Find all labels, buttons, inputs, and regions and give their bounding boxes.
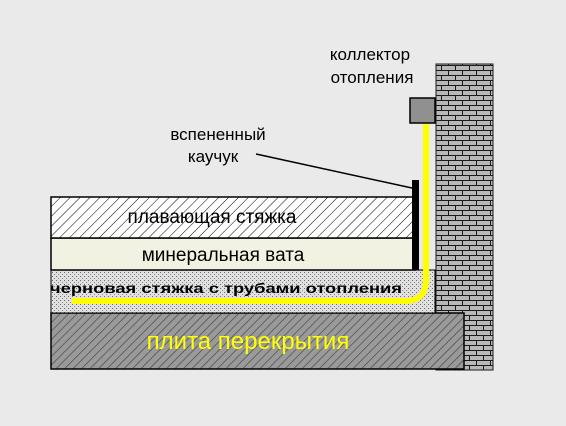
heating-pipe (72, 122, 429, 304)
foam-rubber-label-line1: вспененный (170, 125, 265, 144)
floor-slab-layer (50, 312, 465, 370)
rough-screed-label: черновая стяжка с трубами отопления (50, 280, 402, 296)
foam-rubber-leader (255, 153, 413, 189)
floor-slab-label: плита перекрытия (147, 328, 350, 355)
foam-rubber-strip (412, 180, 419, 270)
collector-label-line1: коллектор (330, 45, 410, 64)
mineral-wool-label: минеральная вата (142, 245, 305, 266)
foam-rubber-label-line2: каучук (188, 147, 239, 166)
collector-label-line2: отопления (331, 68, 414, 87)
floating-screed-label: плавающая стяжка (128, 207, 297, 228)
heating-collector (409, 97, 436, 124)
floating-screed-layer (50, 196, 416, 239)
